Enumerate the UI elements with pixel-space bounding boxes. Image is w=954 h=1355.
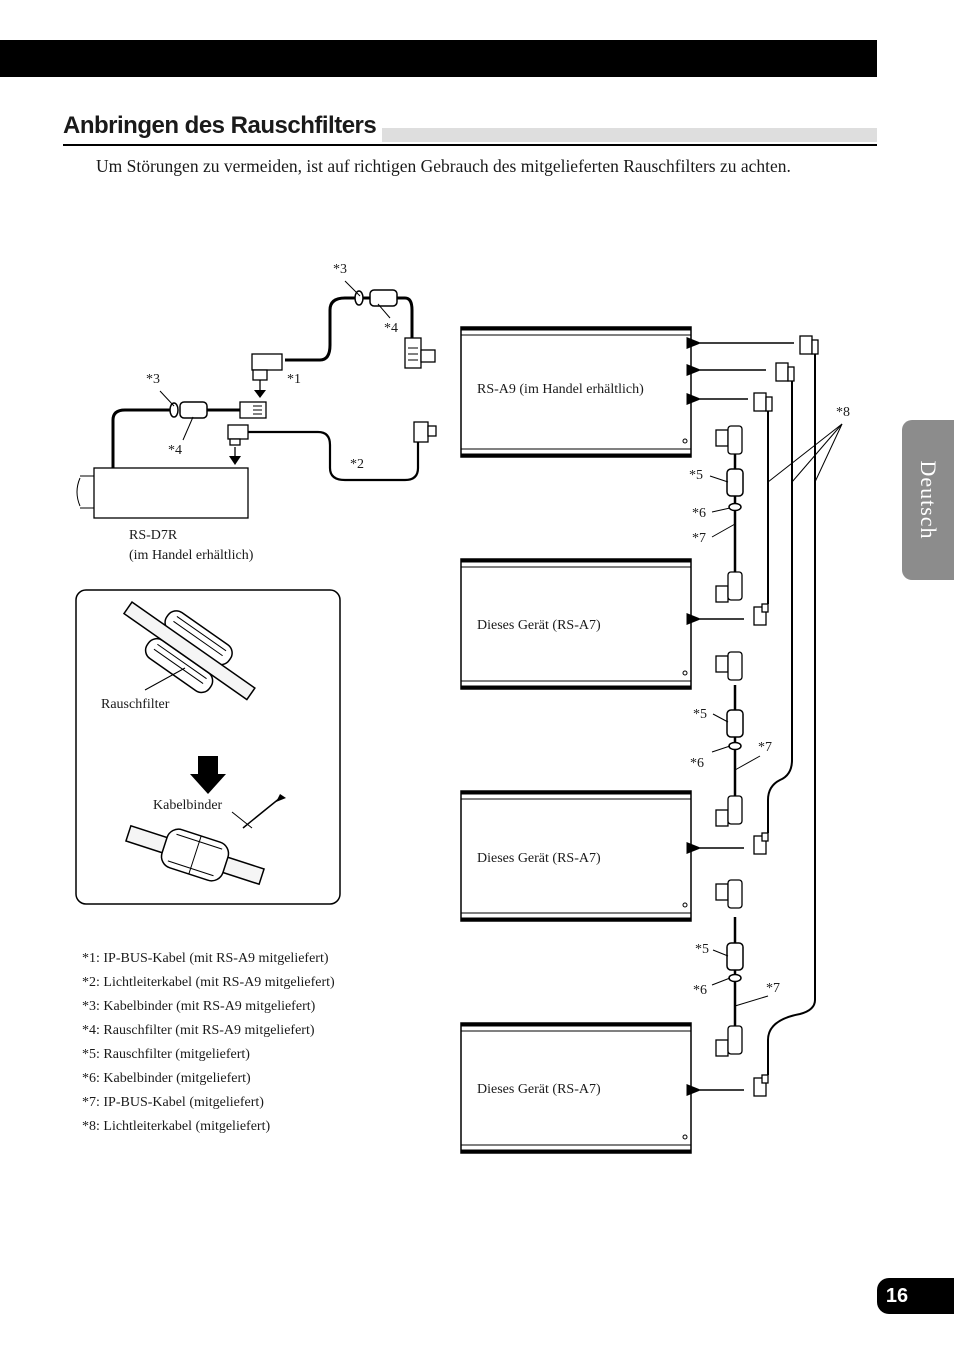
amp3-label: Dieses Gerät (RS-A7) xyxy=(477,1082,601,1097)
footnote-item: *3: Kabelbinder (mit RS-A9 mitgeliefert) xyxy=(82,999,316,1014)
optical-plug-d7r xyxy=(227,424,249,465)
marker-7-a: *7 xyxy=(692,531,706,546)
footnote-item: *1: IP-BUS-Kabel (mit RS-A9 mitgeliefert… xyxy=(82,951,329,966)
footnote-item: *8: Lichtleiterkabel (mitgeliefert) xyxy=(82,1119,271,1134)
marker-8-leaders xyxy=(767,423,843,483)
footnote-item: *7: IP-BUS-Kabel (mitgeliefert) xyxy=(82,1095,264,1110)
rs-d7r-label-2: (im Handel erhältlich) xyxy=(129,548,254,563)
marker-5-a: *5 xyxy=(689,468,703,483)
ip-bus-plugs-right xyxy=(715,425,743,1057)
input-arrows-rs-a9 xyxy=(686,337,794,1096)
footnotes: *1: IP-BUS-Kabel (mit RS-A9 mitgeliefert… xyxy=(82,947,335,1139)
footnote-item: *2: Lichtleiterkabel (mit RS-A9 mitgelie… xyxy=(82,975,335,990)
kabelbinder-label: Kabelbinder xyxy=(153,798,223,813)
marker-4-left: *4 xyxy=(168,443,182,458)
section-heading: Anbringen des Rauschfilters xyxy=(63,110,877,146)
marker-8: *8 xyxy=(836,405,850,420)
marker-5-b: *5 xyxy=(693,707,707,722)
closed-ferrite-icon xyxy=(125,824,265,886)
intro-paragraph: Um Störungen zu vermeiden, ist auf richt… xyxy=(96,156,791,176)
ip-bus-plug-d7r xyxy=(239,353,283,419)
top-black-bar xyxy=(0,40,877,77)
marker-4-top: *4 xyxy=(384,321,398,336)
marker-6-a: *6 xyxy=(692,506,706,521)
language-tab: Deutsch xyxy=(902,420,954,580)
noise-filter-lower xyxy=(169,401,208,419)
filter-inset: Rauschfilter Kabelbinder xyxy=(75,589,341,905)
ip-bus-plug-rs-a9 xyxy=(404,337,436,369)
noise-filter-upper xyxy=(354,289,398,307)
amp1-label: Dieses Gerät (RS-A7) xyxy=(477,618,601,633)
footnote-item: *4: Rauschfilter (mit RS-A9 mitgeliefert… xyxy=(82,1023,315,1038)
page-number: 16 xyxy=(885,1285,909,1307)
page-title: Anbringen des Rauschfilters xyxy=(63,110,383,142)
page-number-box: 16 xyxy=(877,1278,954,1314)
marker-2: *2 xyxy=(350,457,364,472)
marker-6-b: *6 xyxy=(690,756,704,771)
rs-d7r-label-1: RS-D7R xyxy=(129,528,178,543)
marker-5-c: *5 xyxy=(695,942,709,957)
noise-filters-right xyxy=(726,468,744,983)
optical-cables-right xyxy=(767,354,816,1075)
marker-3-top: *3 xyxy=(333,262,347,277)
ip-bus-cable-rs-a9 xyxy=(111,296,414,468)
marker-7-c: *7 xyxy=(766,981,780,996)
amp2-label: Dieses Gerät (RS-A7) xyxy=(477,851,601,866)
rs-d7r-unit xyxy=(76,467,249,519)
marker-7-b: *7 xyxy=(758,740,772,755)
optical-plug-rs-a9 xyxy=(413,421,437,443)
marker-1: *1 xyxy=(287,372,301,387)
open-ferrite-icon xyxy=(122,601,256,701)
rauschfilter-label: Rauschfilter xyxy=(101,697,170,712)
marker-6-c: *6 xyxy=(693,983,707,998)
footnote-item: *5: Rauschfilter (mitgeliefert) xyxy=(82,1047,250,1062)
down-arrow-icon xyxy=(190,756,226,794)
optical-cable-rs-a9 xyxy=(248,430,420,482)
footnote-item: *6: Kabelbinder (mitgeliefert) xyxy=(82,1071,251,1086)
marker-3-left: *3 xyxy=(146,372,160,387)
rs-a9-label: RS-A9 (im Handel erhältlich) xyxy=(477,382,644,397)
heading-rule xyxy=(63,144,877,146)
